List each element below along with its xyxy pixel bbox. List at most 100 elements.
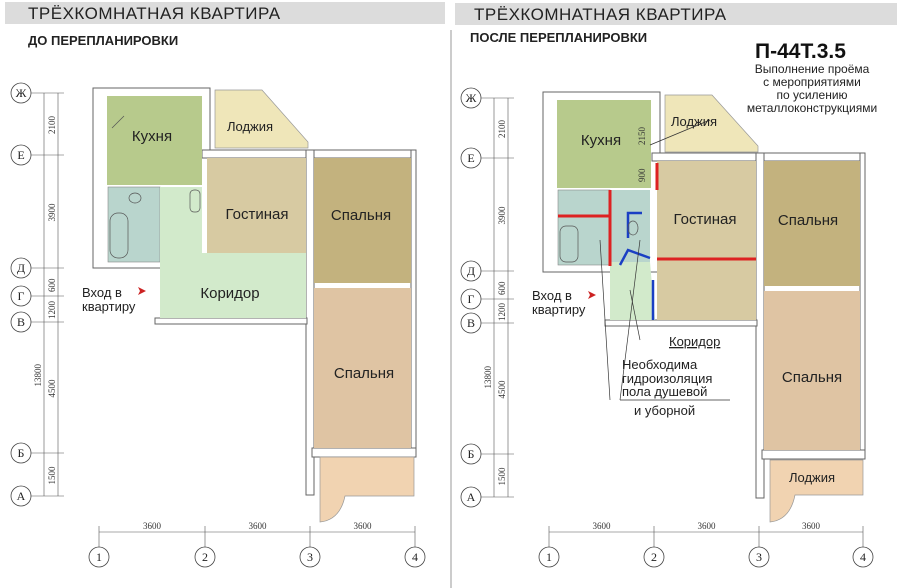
- right-entrance-label: Вход в: [532, 288, 572, 303]
- left-plan: [92, 87, 417, 523]
- column-axis-marker: [538, 546, 560, 568]
- right-living-label: Гостиная: [674, 211, 737, 228]
- svg-text:гидроизоляция: гидроизоляция: [622, 371, 712, 386]
- column-axis-label: 4: [412, 550, 418, 564]
- right-bedroom2-label: Спальня: [782, 369, 842, 386]
- svg-text:Необходима: Необходима: [622, 357, 698, 372]
- stove-icon: [189, 189, 201, 213]
- entrance-arrow-icon: [588, 291, 596, 299]
- column-dimension: 3600: [698, 521, 717, 531]
- toilet-icon: [128, 192, 142, 204]
- right-bedroom1-label: Спальня: [778, 212, 838, 229]
- living-room: [207, 158, 306, 253]
- column-axis-marker: [748, 546, 770, 568]
- row-dimension: 4500: [497, 380, 507, 399]
- left-loggia-label: Лоджия: [227, 119, 273, 134]
- svg-text:и уборной: и уборной: [634, 403, 695, 418]
- column-axis-label: 1: [546, 550, 552, 564]
- left-axes: ЖЕДГВБА210039006001200450015001380013600…: [10, 82, 426, 568]
- right-loggia2-label: Лоджия: [789, 470, 835, 485]
- bedroom2-room: [764, 291, 860, 450]
- column-axis-label: 2: [651, 550, 657, 564]
- row-axis-label: А: [17, 489, 26, 503]
- total-dimension: 13800: [483, 366, 493, 389]
- right-header-bar: [455, 3, 897, 25]
- row-dimension: 1200: [47, 301, 57, 320]
- toilet-icon: [627, 220, 639, 236]
- column-axis-marker: [852, 546, 874, 568]
- column-axis-marker: [299, 546, 321, 568]
- row-dimension: 2100: [497, 120, 507, 139]
- row-axis-label: Ж: [466, 91, 477, 105]
- right-entrance-label-2: квартиру: [532, 302, 586, 317]
- left-entrance-label: Вход в: [82, 285, 122, 300]
- toilet-room: [610, 190, 650, 262]
- svg-text:пола душевой: пола душевой: [622, 384, 707, 399]
- new-door-mark: [618, 248, 651, 266]
- column-axis-marker: [194, 546, 216, 568]
- row-dimension: 2100: [47, 116, 57, 135]
- row-dimension: 3900: [47, 203, 57, 222]
- series-label: П-44Т.3.5: [755, 40, 846, 63]
- svg-text:Выполнение проёма: Выполнение проёма: [755, 62, 870, 76]
- row-dimension: 600: [47, 278, 57, 292]
- row-axis-label: Ж: [16, 86, 27, 100]
- loggia-room: [214, 89, 309, 149]
- opening-note: Выполнение проёма с мероприятиями по уси…: [747, 62, 877, 115]
- row-axis-label: В: [467, 316, 475, 330]
- bathroom: [107, 186, 161, 263]
- right-title: ТРЁХКОМНАТНАЯ КВАРТИРА: [474, 5, 727, 24]
- waterproofing-note: Необходима гидроизоляция пола душевой и …: [622, 357, 712, 418]
- column-axis-label: 2: [202, 550, 208, 564]
- kitchen-room: [557, 100, 651, 188]
- column-axis-marker: [404, 546, 426, 568]
- total-dimension: 13800: [33, 364, 43, 387]
- row-axis-label: Е: [467, 151, 474, 165]
- bedroom2-room: [314, 288, 411, 448]
- corridor-leader-line: [629, 289, 641, 341]
- column-axis-label: 4: [860, 550, 866, 564]
- left-bedroom2-label: Спальня: [334, 365, 394, 382]
- bedroom1-room: [764, 161, 860, 286]
- column-axis-label: 3: [756, 550, 762, 564]
- svg-text:металлоконструкциями: металлоконструкциями: [747, 101, 877, 115]
- corridor-room: [610, 262, 655, 320]
- column-dimension: 3600: [143, 521, 162, 531]
- row-dimension: 1200: [497, 303, 507, 322]
- column-dimension: 3600: [249, 521, 268, 531]
- column-axis-label: 3: [307, 550, 313, 564]
- shower-room: [557, 189, 611, 266]
- row-axis-label: В: [17, 315, 25, 329]
- dim-2150: 2150: [637, 127, 647, 146]
- loggia2-room: [319, 456, 415, 523]
- bedroom1-room: [314, 158, 411, 283]
- row-axis-label: Б: [468, 447, 475, 461]
- left-entrance-label-2: квартиру: [82, 299, 136, 314]
- row-dimension: 4500: [47, 379, 57, 398]
- row-axis-label: А: [467, 490, 476, 504]
- column-axis-marker: [643, 546, 665, 568]
- dim-900: 900: [637, 168, 647, 182]
- waterproof-leader-line: [619, 239, 641, 401]
- column-dimension: 3600: [593, 521, 612, 531]
- column-axis-marker: [88, 546, 110, 568]
- right-subtitle: ПОСЛЕ ПЕРЕПЛАНИРОВКИ: [470, 30, 647, 45]
- left-bedroom1-label: Спальня: [331, 207, 391, 224]
- left-living-label: Гостиная: [226, 206, 289, 223]
- right-axes: ЖЕДГВБА210039006001200450015001380013600…: [460, 87, 874, 568]
- row-dimension: 600: [497, 281, 507, 295]
- row-axis-label: Д: [467, 264, 475, 278]
- right-corridor-label: Коридор: [669, 334, 720, 349]
- living-room: [657, 161, 756, 320]
- row-dimension: 1500: [47, 466, 57, 485]
- right-plan: [542, 91, 866, 523]
- bathtub-icon: [109, 212, 129, 259]
- row-axis-label: Д: [17, 261, 25, 275]
- left-kitchen-label: Кухня: [132, 128, 172, 145]
- right-kitchen-label: Кухня: [581, 132, 621, 149]
- row-axis-label: Е: [17, 148, 24, 162]
- svg-text:с мероприятиями: с мероприятиями: [763, 75, 861, 89]
- waterproof-leader-line: [599, 239, 611, 401]
- row-dimension: 3900: [497, 206, 507, 225]
